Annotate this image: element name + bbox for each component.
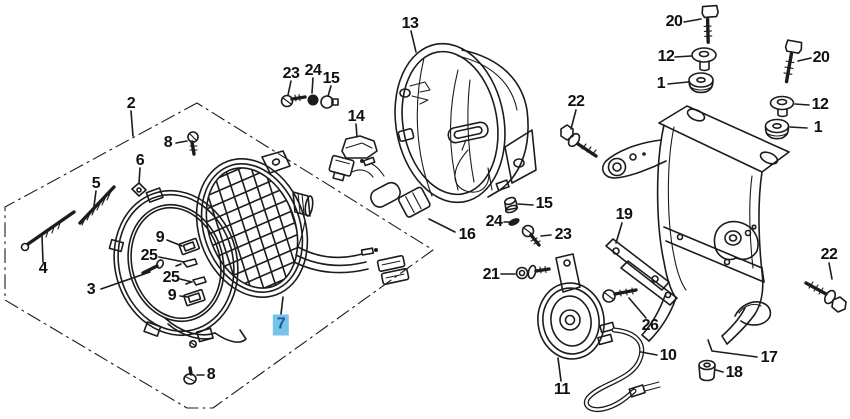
bolt-20-right — [783, 39, 803, 84]
part-label-25-upper[interactable]: 25 — [140, 247, 158, 264]
grommet-15-top — [320, 95, 339, 109]
part-label-9-upper[interactable]: 9 — [155, 229, 165, 246]
washer-12-right — [769, 95, 795, 118]
part-label-25-lower[interactable]: 25 — [162, 269, 180, 286]
part-label-21[interactable]: 21 — [482, 266, 500, 283]
horn-wire-10 — [583, 327, 661, 413]
part-label-3[interactable]: 3 — [86, 281, 96, 298]
part-label-23-mid[interactable]: 23 — [554, 226, 572, 243]
part-label-13[interactable]: 13 — [401, 15, 419, 32]
bolt-21 — [515, 264, 551, 280]
part-label-23-top[interactable]: 23 — [282, 65, 300, 82]
part-label-2[interactable]: 2 — [126, 95, 136, 112]
part-label-8-top[interactable]: 8 — [163, 134, 173, 151]
part-label-7-selected[interactable]: 7 — [272, 314, 290, 336]
part-label-22-bottom[interactable]: 22 — [820, 246, 838, 263]
part-label-26[interactable]: 26 — [641, 317, 659, 334]
part-label-20-right[interactable]: 20 — [812, 49, 830, 66]
horn-11 — [537, 253, 616, 360]
screw-8-bottom — [183, 366, 197, 385]
part-label-15-top[interactable]: 15 — [322, 70, 340, 87]
grommet-18 — [698, 359, 716, 382]
assembly-boundary — [4, 102, 434, 409]
part-label-24-top[interactable]: 24 — [304, 62, 322, 79]
part-label-19[interactable]: 19 — [615, 206, 633, 223]
part-label-8-bottom[interactable]: 8 — [206, 366, 216, 383]
bolt-22-bottom — [804, 281, 847, 313]
long-screw-4 — [20, 210, 76, 252]
part-label-4[interactable]: 4 — [38, 260, 48, 277]
leader-lines — [41, 18, 833, 382]
part-label-14[interactable]: 14 — [347, 108, 365, 125]
part-label-24-mid[interactable]: 24 — [485, 213, 503, 230]
stay-bracket-17 — [602, 105, 790, 345]
bolt-22-left — [560, 124, 598, 158]
part-label-15-mid[interactable]: 15 — [535, 195, 553, 212]
pin-24-mid — [508, 218, 520, 226]
part-label-12-left[interactable]: 12 — [657, 48, 675, 65]
part-label-6[interactable]: 6 — [135, 152, 145, 169]
part-label-5[interactable]: 5 — [91, 175, 101, 192]
socket-16 — [360, 156, 431, 218]
screw-23-top — [280, 93, 307, 108]
headlight-lens-7 — [190, 150, 410, 301]
part-label-18[interactable]: 18 — [725, 364, 743, 381]
bolt-20-left — [701, 4, 719, 44]
screw-8-top — [187, 131, 199, 156]
washer-12-left — [691, 47, 717, 72]
grommet-1-left — [688, 72, 714, 94]
nut-24-top — [307, 94, 319, 106]
part-label-11[interactable]: 11 — [554, 381, 570, 398]
part-label-20-left[interactable]: 20 — [665, 13, 683, 30]
part-label-9-lower[interactable]: 9 — [167, 287, 177, 304]
grommet-1-right — [764, 118, 790, 140]
part-label-17[interactable]: 17 — [760, 349, 778, 366]
screw-26 — [602, 287, 638, 303]
spring-5 — [78, 185, 116, 226]
screw-23-mid — [521, 224, 541, 247]
clip-6 — [131, 182, 147, 197]
part-label-1-right[interactable]: 1 — [813, 119, 823, 136]
part-label-22-left[interactable]: 22 — [567, 93, 585, 110]
part-label-1-left[interactable]: 1 — [656, 75, 666, 92]
headlight-shell-13 — [394, 42, 537, 204]
nut-15-mid — [503, 196, 519, 214]
part-label-12-right[interactable]: 12 — [811, 96, 829, 113]
part-label-16[interactable]: 16 — [458, 226, 476, 243]
plate-19 — [605, 238, 678, 306]
bracket-14 — [328, 135, 378, 182]
part-label-10[interactable]: 10 — [659, 347, 677, 364]
